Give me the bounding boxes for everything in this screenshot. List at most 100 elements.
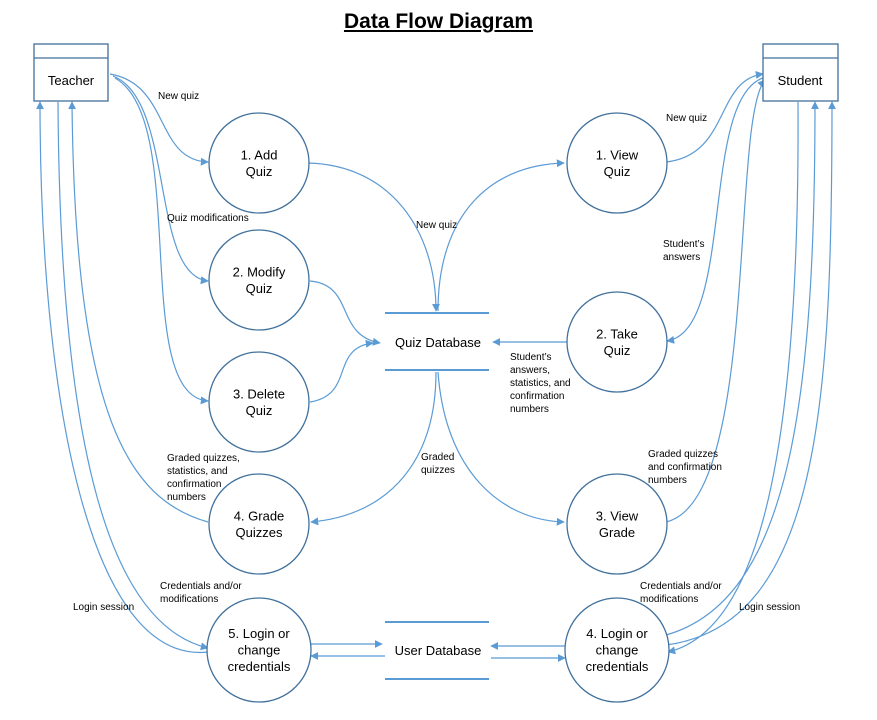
flow-label-login-session-teacher: Login session	[73, 602, 134, 613]
process-add-quiz-label-2: Quiz	[246, 164, 273, 179]
entity-teacher-box	[33, 43, 109, 102]
flow-label-credentials-student-line-1: Credentials and/or	[640, 581, 722, 592]
process-teacher-login-label-1: 5. Login or	[228, 626, 290, 641]
process-view-quiz-label-2: Quiz	[604, 164, 631, 179]
entity-student-label: Student	[778, 73, 823, 88]
entity-student-box	[762, 43, 839, 102]
flow-label-answers-stats-line-1: Student’s	[510, 352, 552, 363]
entity-teacher: Teacher	[33, 43, 109, 102]
flow-quiz-db-to-view-grade	[437, 371, 565, 526]
process-delete-quiz-circle	[208, 351, 310, 453]
flow-teacher-to-modify-quiz	[112, 75, 209, 285]
process-modify-quiz-label-1: 2. Modify	[233, 264, 286, 279]
flow-label-graded-db: Graded quizzes	[421, 452, 455, 476]
process-modify-quiz-circle	[208, 229, 310, 331]
process-teacher-login-circle	[206, 597, 312, 703]
flow-label-students-answers: Student’s answers	[663, 239, 705, 263]
flow-student-to-student-login	[667, 101, 799, 655]
flow-label-new-quiz-db: New quiz	[416, 220, 457, 231]
process-delete-quiz-label-1: 3. Delete	[233, 386, 285, 401]
process-modify-quiz-label-2: Quiz	[246, 281, 273, 296]
flow-label-login-session-teacher-line-1: Login session	[73, 602, 134, 613]
diagram-title: Data Flow Diagram	[0, 10, 877, 34]
flow-teacher-login-to-teacher	[36, 101, 209, 653]
process-take-quiz-circle	[566, 291, 668, 393]
process-grade-quizzes-label-2: Quizzes	[236, 525, 283, 540]
process-student-login-label-1: 4. Login or	[586, 626, 648, 641]
flow-label-answers-stats-line-2: answers,	[510, 365, 550, 376]
flow-label-graded-db-line-1: Graded	[421, 452, 454, 463]
flow-add-quiz-to-quiz-db	[307, 162, 440, 312]
flow-label-credentials-teacher: Credentials and/or modifications	[160, 581, 242, 605]
flow-view-grade-to-student	[665, 79, 766, 523]
entity-teacher-label: Teacher	[48, 73, 95, 88]
flow-student-to-take-quiz	[666, 77, 764, 344]
process-add-quiz-label-1: 1. Add	[241, 147, 278, 162]
flow-label-students-answers-line-1: Student’s	[663, 239, 705, 250]
entity-student: Student	[762, 43, 839, 102]
flow-grade-quizzes-to-teacher	[68, 101, 209, 523]
flow-label-login-session-student-line-1: Login session	[739, 602, 800, 613]
flow-modify-quiz-to-quiz-db	[309, 280, 381, 346]
flow-quiz-db-to-grade-quizzes	[310, 371, 437, 526]
process-student-login-label-2: change	[596, 643, 639, 658]
flow-label-login-session-student: Login session	[739, 602, 800, 613]
process-take-quiz-label-1: 2. Take	[596, 326, 638, 341]
flow-label-graded-student-line-3: numbers	[648, 475, 687, 486]
store-quiz-db: Quiz Database	[385, 312, 489, 371]
process-student-login-label-3: credentials	[586, 659, 649, 674]
flow-teacher-to-teacher-login	[57, 101, 209, 651]
store-user-db-label: User Database	[395, 643, 482, 658]
process-student-login-circle	[564, 597, 670, 703]
flow-label-students-answers-line-2: answers	[663, 252, 700, 263]
process-view-grade-label-1: 3. View	[596, 508, 639, 523]
flow-label-answers-stats-line-4: confirmation	[510, 391, 564, 402]
flow-label-credentials-teacher-line-1: Credentials and/or	[160, 581, 242, 592]
flow-label-new-quiz-teacher-line-1: New quiz	[158, 91, 199, 102]
flow-label-graded-teacher-line-2: statistics, and	[167, 466, 228, 477]
flow-label-quiz-modifications-line-1: Quiz modifications	[167, 213, 249, 224]
flows	[36, 70, 836, 662]
process-view-grade-circle	[566, 473, 668, 575]
flow-label-graded-teacher-line-1: Graded quizzes,	[167, 453, 240, 464]
flow-teacher-to-add-quiz	[109, 73, 209, 166]
flow-label-answers-stats-line-3: statistics, and	[510, 378, 571, 389]
flow-student-login-to-student-2	[665, 101, 836, 646]
store-quiz-db-label: Quiz Database	[395, 335, 481, 350]
process-delete-quiz-label-2: Quiz	[246, 403, 273, 418]
process-teacher-login-label-2: change	[238, 643, 281, 658]
flow-student-login-to-student	[665, 101, 819, 636]
store-user-db: User Database	[385, 621, 489, 680]
flow-label-quiz-modifications: Quiz modifications	[167, 213, 249, 224]
flow-label-new-quiz-teacher: New quiz	[158, 91, 199, 102]
process-add-quiz-circle	[208, 112, 310, 214]
flow-delete-quiz-to-quiz-db	[309, 339, 374, 403]
flow-teacher-to-delete-quiz	[114, 77, 209, 405]
process-teacher-login-label-3: credentials	[228, 659, 291, 674]
flow-view-quiz-to-student	[665, 70, 764, 163]
process-view-quiz-label-1: 1. View	[596, 147, 639, 162]
flow-label-new-quiz-student: New quiz	[666, 113, 707, 124]
flow-label-new-quiz-student-line-1: New quiz	[666, 113, 707, 124]
flow-label-graded-db-line-2: quizzes	[421, 465, 455, 476]
flow-label-graded-student-line-1: Graded quizzes	[648, 449, 718, 460]
process-grade-quizzes-circle	[208, 473, 310, 575]
process-view-quiz-circle	[566, 112, 668, 214]
flow-label-credentials-teacher-line-2: modifications	[160, 594, 218, 605]
flow-label-graded-teacher-line-4: numbers	[167, 492, 206, 503]
flow-label-new-quiz-db-line-1: New quiz	[416, 220, 457, 231]
